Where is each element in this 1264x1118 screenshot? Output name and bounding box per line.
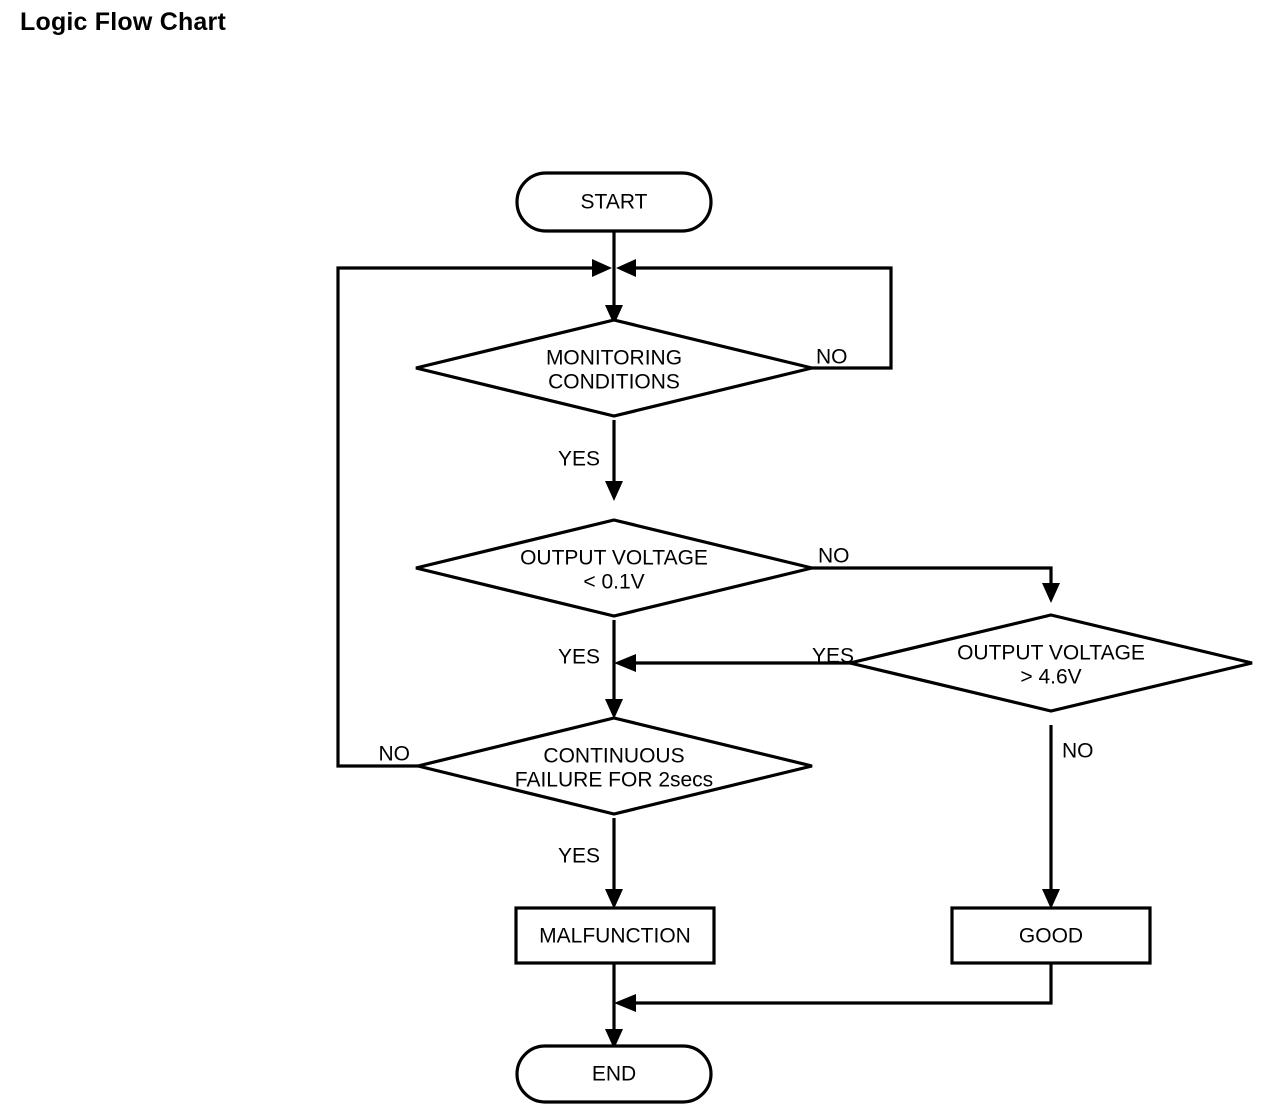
arrowhead-left-end-join bbox=[614, 994, 636, 1012]
volt-low-shape bbox=[415, 518, 813, 618]
node-end[interactable]: END bbox=[515, 1044, 713, 1104]
edge-junction-to-monitoring bbox=[605, 268, 623, 325]
monitoring-label-line1: MONITORING bbox=[546, 347, 682, 370]
node-output-voltage-low[interactable]: OUTPUT VOLTAGE < 0.1V bbox=[415, 518, 813, 618]
edge-label-monitoring-no: NO bbox=[816, 346, 848, 369]
continuous-shape bbox=[417, 716, 813, 816]
start-label: START bbox=[581, 191, 648, 214]
malfunction-shape bbox=[514, 906, 716, 965]
node-start[interactable]: START bbox=[515, 171, 713, 233]
node-malfunction[interactable]: MALFUNCTION bbox=[514, 906, 716, 965]
good-label: GOOD bbox=[1019, 925, 1083, 948]
edge-label-voltlow-yes: YES bbox=[558, 646, 600, 669]
edge-good-to-end bbox=[614, 963, 1053, 1012]
arrowhead-down-voltlow bbox=[605, 481, 623, 501]
end-shape bbox=[515, 1044, 713, 1104]
volt-low-label-line2: < 0.1V bbox=[583, 571, 644, 594]
monitoring-label-line2: CONDITIONS bbox=[548, 371, 680, 394]
arrowhead-down-monitoring bbox=[605, 305, 623, 325]
arrowhead-down-good bbox=[1042, 889, 1060, 909]
arrowhead-down-continuous bbox=[605, 699, 623, 719]
arrowhead-left-voltlow-yes bbox=[614, 654, 636, 672]
monitoring-shape bbox=[415, 318, 813, 418]
edge-label-voltlow-no: NO bbox=[818, 545, 850, 568]
continuous-label-line2: FAILURE FOR 2secs bbox=[515, 769, 713, 792]
edge-continuous-no-loopback bbox=[336, 259, 612, 768]
edge-continuous-yes bbox=[605, 818, 623, 909]
arrowhead-down-malfunction bbox=[605, 889, 623, 909]
arrowhead-down-end bbox=[605, 1029, 623, 1049]
edge-label-volthigh-yes: YES bbox=[812, 645, 854, 668]
edge-label-continuous-no: NO bbox=[379, 743, 411, 766]
edge-monitoring-no-loopback bbox=[616, 259, 893, 370]
volt-high-label-line1: OUTPUT VOLTAGE bbox=[957, 642, 1145, 665]
edge-voltlow-yes bbox=[605, 620, 623, 719]
good-shape bbox=[950, 906, 1152, 965]
edge-label-volthigh-no: NO bbox=[1062, 740, 1094, 763]
node-continuous-failure[interactable]: CONTINUOUS FAILURE FOR 2secs bbox=[417, 716, 813, 816]
arrowhead-left-junction bbox=[616, 259, 636, 277]
edge-label-monitoring-yes: YES bbox=[558, 448, 600, 471]
page-title: Logic Flow Chart bbox=[20, 8, 226, 36]
edge-monitoring-yes bbox=[605, 420, 623, 501]
arrowhead-right-junction bbox=[592, 259, 612, 277]
edge-malfunction-to-end bbox=[605, 963, 623, 1049]
volt-low-label-line1: OUTPUT VOLTAGE bbox=[520, 547, 708, 570]
edge-volthigh-yes bbox=[614, 654, 860, 672]
node-good[interactable]: GOOD bbox=[950, 906, 1152, 965]
start-shape bbox=[515, 171, 713, 233]
edge-voltlow-no bbox=[812, 566, 1060, 603]
malfunction-label: MALFUNCTION bbox=[539, 925, 691, 948]
node-monitoring-conditions[interactable]: MONITORING CONDITIONS bbox=[415, 318, 813, 418]
end-label: END bbox=[592, 1063, 636, 1086]
node-output-voltage-high[interactable]: OUTPUT VOLTAGE > 4.6V bbox=[849, 613, 1253, 713]
continuous-label-line1: CONTINUOUS bbox=[543, 745, 684, 768]
arrowhead-down-volthigh bbox=[1042, 583, 1060, 603]
volt-high-label-line2: > 4.6V bbox=[1020, 666, 1081, 689]
edge-label-continuous-yes: YES bbox=[558, 845, 600, 868]
edge-volthigh-no bbox=[1042, 725, 1060, 909]
volt-high-shape bbox=[849, 613, 1253, 713]
